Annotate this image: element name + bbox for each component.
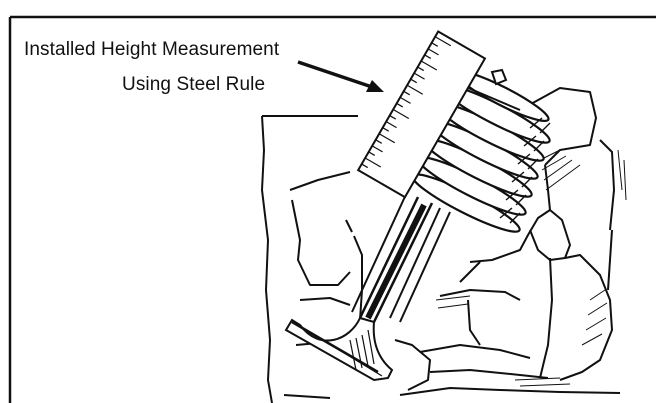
- rule-tick: [389, 115, 397, 120]
- steel-rule: [356, 30, 487, 199]
- valve-head: [284, 316, 394, 382]
- rule-tick: [375, 139, 383, 144]
- caption-line-1: Installed Height Measurement: [24, 39, 280, 60]
- rule-tick: [382, 127, 390, 132]
- spring-shading: [499, 117, 551, 224]
- figure-border: [8, 15, 656, 403]
- rule-tick: [368, 151, 376, 156]
- rule-tick: [431, 42, 439, 47]
- rule-tick: [424, 54, 432, 59]
- rule-tick: [378, 133, 396, 144]
- rule-tick: [406, 84, 424, 95]
- rule-tick: [392, 108, 410, 120]
- rule-tick: [403, 90, 411, 96]
- rule-tick: [385, 121, 397, 129]
- rule-tick: [364, 157, 382, 168]
- cylinder-head-casting: [261, 87, 621, 403]
- casting-hatching: [435, 149, 627, 387]
- valve-head-shading: [349, 329, 375, 371]
- rule-tick: [410, 78, 418, 84]
- caption-line-2: Using Steel Rule: [122, 74, 266, 95]
- rule-tick: [420, 60, 438, 71]
- rule-tick: [396, 102, 404, 108]
- rule-tick: [371, 145, 383, 153]
- valve-stem: [351, 189, 451, 323]
- rule-tick: [427, 48, 439, 56]
- rule-tick: [399, 96, 411, 104]
- valve-spring: [411, 69, 551, 233]
- rule-tick: [417, 66, 425, 72]
- rule-tick: [434, 36, 452, 47]
- rule-tick: [413, 72, 425, 80]
- rule-tick: [361, 163, 369, 169]
- callout-arrow: [297, 60, 384, 92]
